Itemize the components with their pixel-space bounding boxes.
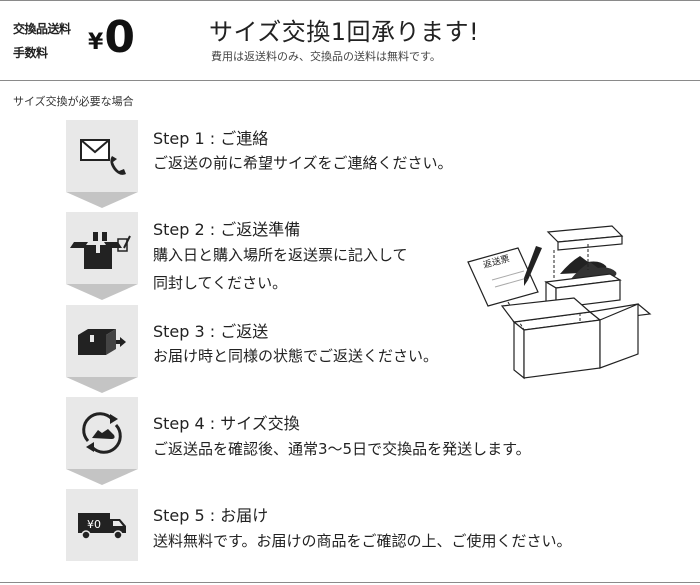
fee-amount: 0 xyxy=(104,12,135,63)
step-5-icon-box: ¥0 xyxy=(66,489,138,561)
step-2-arrow xyxy=(66,284,138,300)
pen-icon xyxy=(524,246,542,286)
fee-label-line2: 手数料 xyxy=(13,46,48,60)
shoe-exchange-icon xyxy=(82,412,122,454)
step-1-icon-box xyxy=(66,120,138,192)
return-form-icon: 返送票 xyxy=(467,247,539,307)
box-form-icon xyxy=(70,232,131,269)
step-2-desc-line1: 購入日と購入場所を返送票に記入して xyxy=(153,246,408,264)
step-3-title: Step 3 : ご返送 xyxy=(153,322,269,341)
return-box-illustration: 返送票 xyxy=(467,225,652,380)
step-4-desc: ご返送品を確認後、通常3〜5日で交換品を発送します。 xyxy=(153,440,531,458)
header-divider xyxy=(0,80,700,81)
page-title: サイズ交換1回承ります! xyxy=(209,18,480,46)
step-5-desc: 送料無料です。お届けの商品をご確認の上、ご使用ください。 xyxy=(153,532,572,550)
step-2-desc-line2: 同封してください。 xyxy=(153,274,288,292)
step-1-title: Step 1 : ご連絡 xyxy=(153,129,269,148)
page-subtitle: 費用は返送料のみ、交換品の送料は無料です。 xyxy=(211,50,441,63)
step-3-arrow xyxy=(66,377,138,393)
shipping-box xyxy=(500,297,652,380)
step-2-icon-box xyxy=(66,212,138,284)
fee-currency: ¥ xyxy=(88,30,104,55)
shoebox-lid xyxy=(546,225,624,251)
step-2-title: Step 2 : ご返送準備 xyxy=(153,220,301,239)
step-4-arrow xyxy=(66,469,138,485)
truck-label: ¥0 xyxy=(87,518,101,531)
top-rule xyxy=(0,0,700,1)
step-1-arrow xyxy=(66,192,138,208)
section-label: サイズ交換が必要な場合 xyxy=(13,95,134,108)
step-1-desc: ご返送の前に希望サイズをご連絡ください。 xyxy=(153,154,453,172)
step-3-desc: お届け時と同様の状態でご返送ください。 xyxy=(153,347,439,365)
fee-label-line1: 交換品送料 xyxy=(13,22,71,36)
mail-phone-icon xyxy=(80,139,126,175)
box-arrow-icon xyxy=(78,329,126,355)
step-4-title: Step 4 : サイズ交換 xyxy=(153,414,300,433)
step-5-title: Step 5 : お届け xyxy=(153,506,269,525)
step-4-icon-box xyxy=(66,397,138,469)
fee-value: ¥ 0 xyxy=(88,12,135,63)
bottom-rule xyxy=(0,582,700,583)
step-3-icon-box xyxy=(66,305,138,377)
delivery-truck-icon: ¥0 xyxy=(78,513,126,540)
